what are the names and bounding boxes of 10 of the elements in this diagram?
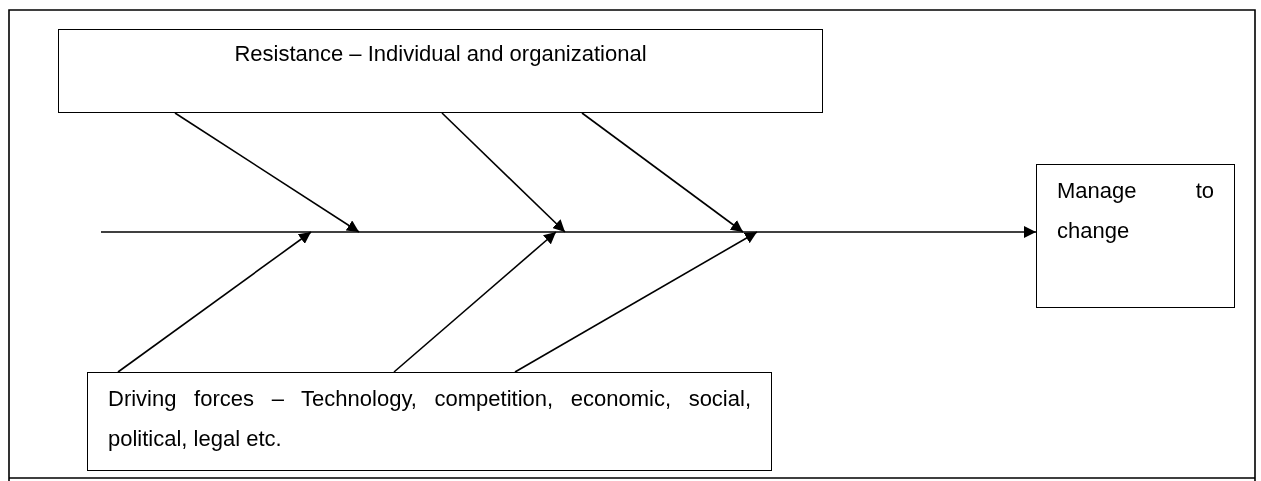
arrow (581, 112, 744, 233)
arrow (514, 231, 758, 373)
arrow (100, 226, 1037, 238)
text-box: Driving forces – Technology, competition, economic, social, political, legal etc. (87, 372, 772, 471)
text-box: Manage to change (1036, 164, 1235, 308)
arrow (174, 112, 360, 233)
arrow (441, 112, 566, 233)
arrow (117, 231, 312, 373)
text-box: Resistance – Individual and organizational (58, 29, 823, 113)
arrow (393, 231, 557, 373)
